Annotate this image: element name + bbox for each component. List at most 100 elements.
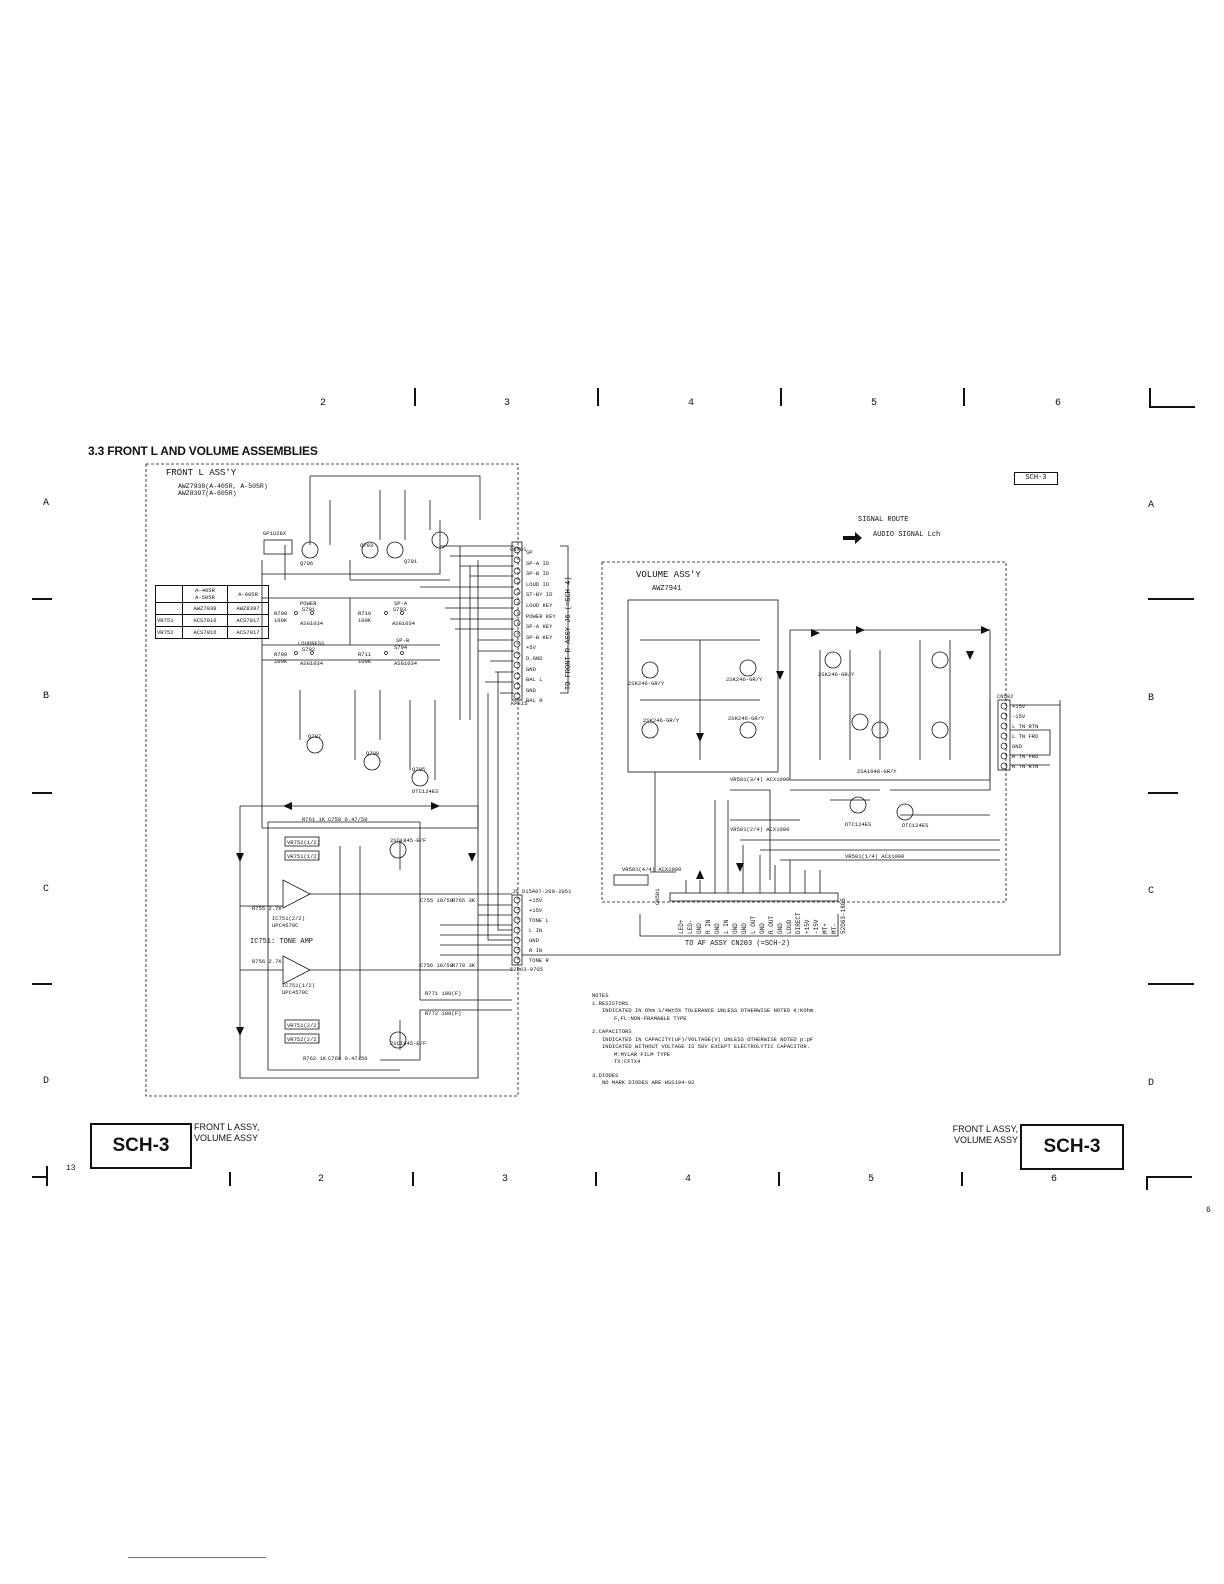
c756-label: C756 10/50 <box>420 962 454 969</box>
note-title: 1.RESISTORS <box>592 999 629 1007</box>
table-cell: VR751 <box>155 614 183 627</box>
cn701-pin: POWER KEY <box>526 612 556 620</box>
cn502-pin: -15V <box>1012 713 1026 720</box>
cn502-pin: L TN FRD <box>1012 733 1039 740</box>
col-label: 5 <box>868 1174 875 1185</box>
vr501-1-label: VR501(1/4) ACX1090 <box>845 853 905 860</box>
volume-fet-label: 2SK246-GR/Y <box>726 676 763 683</box>
front-l-boundary <box>145 463 519 1097</box>
j5-pin: +15V <box>529 907 543 914</box>
row-label: A <box>1148 500 1155 511</box>
switch-loud-name: LOUDNESS <box>298 640 325 647</box>
ic751-1-part: UPC4570C <box>282 989 309 996</box>
col-label: 5 <box>871 398 878 409</box>
col-label: 3 <box>504 398 511 409</box>
ic751-1-label: IC751(1/2) <box>282 982 316 989</box>
cn501-pin: GND <box>714 923 721 934</box>
cn701-part: KPE15 <box>511 700 528 707</box>
cn701-pin: SP-B ID <box>526 570 550 578</box>
volume-dtc-label: DTC124ES <box>902 822 929 829</box>
note-line: INDICATED IN Ohm 1/4W±5% TOLERANCE UNLES… <box>602 1007 814 1014</box>
tone-amp-label: IC751: TONE AMP <box>250 938 314 946</box>
sch-label-left: SCH-3 <box>90 1123 192 1169</box>
switch-spa-ref: S703 <box>393 606 407 613</box>
switch-loud-val: 100K <box>274 658 288 665</box>
q701-label: Q701 <box>404 558 418 565</box>
switch-spa-part: ASG1034 <box>392 620 416 627</box>
cn701-pin: D.GND <box>526 654 543 662</box>
table-header <box>155 585 183 603</box>
cn501-pin: L IN <box>723 919 730 934</box>
cn701-pin: SP <box>526 549 533 556</box>
j5-pin: TONE L <box>529 917 549 924</box>
row-tick <box>1148 983 1194 985</box>
j5-label: J5 D15A07-200-2051 <box>512 888 572 895</box>
row-label: A <box>43 498 50 509</box>
table-cell <box>155 602 183 615</box>
table-cell: AWZ8397 <box>227 602 269 615</box>
cn501-pin: L OUT <box>750 915 757 934</box>
col-label: 2 <box>320 398 327 409</box>
table-cell: AWZ7938 <box>182 602 228 615</box>
cn701-pin: GND <box>526 665 536 673</box>
front-l-part-2: AWZ8397(A-605R) <box>178 490 237 497</box>
note-line: NO MARK DIODES ARE HSS104-02 <box>602 1079 695 1086</box>
cn501-label: CN501 <box>654 888 661 905</box>
row-tick <box>32 983 52 985</box>
ic751-2-label: IC751(2/2) <box>272 915 306 922</box>
col-label: 2 <box>318 1174 325 1185</box>
j5-pin: TONE R <box>529 957 549 964</box>
corner-mark <box>1146 1176 1192 1178</box>
volume-fet-label: 2SK246-GR/Y <box>643 717 680 724</box>
cn501-pin: LOUD <box>786 919 793 934</box>
grid-tick <box>412 1172 414 1186</box>
grid-tick <box>961 1172 963 1186</box>
note-line: INDICATED IN CAPACITY(uF)/VOLTAGE(V) UNL… <box>602 1035 814 1043</box>
row-tick <box>32 598 52 600</box>
cn501-pin: +15V <box>804 919 811 934</box>
table-cell: ACS7017 <box>227 614 269 627</box>
row-tick <box>1148 598 1194 600</box>
cn501-pin: GND <box>777 923 784 934</box>
switch-spa-res: R710 <box>358 610 372 617</box>
q705-label: Q705 <box>412 766 426 773</box>
r762-label: R762 1K <box>303 1055 327 1062</box>
q705-part: DTC124ES <box>412 788 439 795</box>
note-title: 2.CAPACITORS <box>592 1028 632 1035</box>
corner-mark <box>1149 388 1151 408</box>
note-title: 3.DIODES <box>592 1071 619 1079</box>
caption-line: VOLUME ASSY <box>953 1135 1018 1145</box>
table-header: A-405R A-505R <box>182 585 228 603</box>
c759-label: C759 0.47/50 <box>328 816 368 823</box>
cn701-pin: BAL R <box>526 697 543 705</box>
table-cell: ACS7016 <box>182 614 228 627</box>
vr751-1-label: VR751(1/2) <box>287 853 321 860</box>
cn502-pin: R TN FRD <box>1012 753 1039 760</box>
row-tick <box>1148 792 1178 794</box>
switch-power-part: ASG1034 <box>300 620 324 627</box>
row-label: C <box>43 884 50 895</box>
cn501-pin: GND <box>732 923 739 934</box>
j5-pin: GND <box>529 937 539 944</box>
front-r-side-label: TO FRONT R ASSY J6 (=SCH-4) <box>565 576 573 690</box>
cn501-pin: MT+ <box>822 923 829 934</box>
footer-caption-right: FRONT L ASSY, VOLUME ASSY <box>946 1124 1018 1146</box>
corner-mark <box>1146 1176 1148 1190</box>
corner-mark <box>1149 406 1195 408</box>
row-label: D <box>43 1076 50 1087</box>
vr501-2-label: VR501(2/4) ACX1090 <box>730 826 790 833</box>
signal-route-item: AUDIO SIGNAL Lch <box>873 531 941 539</box>
cn701-pins: SP SP-A ID SP-B ID LOUD ID ST-BY ID LOUD… <box>526 548 556 707</box>
vr752-1-label: VR752(1/2) <box>287 839 321 846</box>
col-label: 6 <box>1055 398 1062 409</box>
volume-dtc-label: DTC124ES <box>845 821 872 828</box>
switch-loud-part: ASG1034 <box>300 660 324 667</box>
row-label: B <box>43 691 50 702</box>
volume-boundary <box>601 561 1007 903</box>
cn501-pin: LED+ <box>678 919 685 934</box>
table-cell: ACS7016 <box>182 626 228 639</box>
vr501-3-label: VR501(3/4) ACX1090 <box>730 776 790 783</box>
grid-tick <box>229 1172 231 1186</box>
switch-power-val: 100K <box>274 617 288 624</box>
notes-block: NOTES 1.RESISTORS INDICATED IN Ohm 1/4W±… <box>592 992 892 1087</box>
